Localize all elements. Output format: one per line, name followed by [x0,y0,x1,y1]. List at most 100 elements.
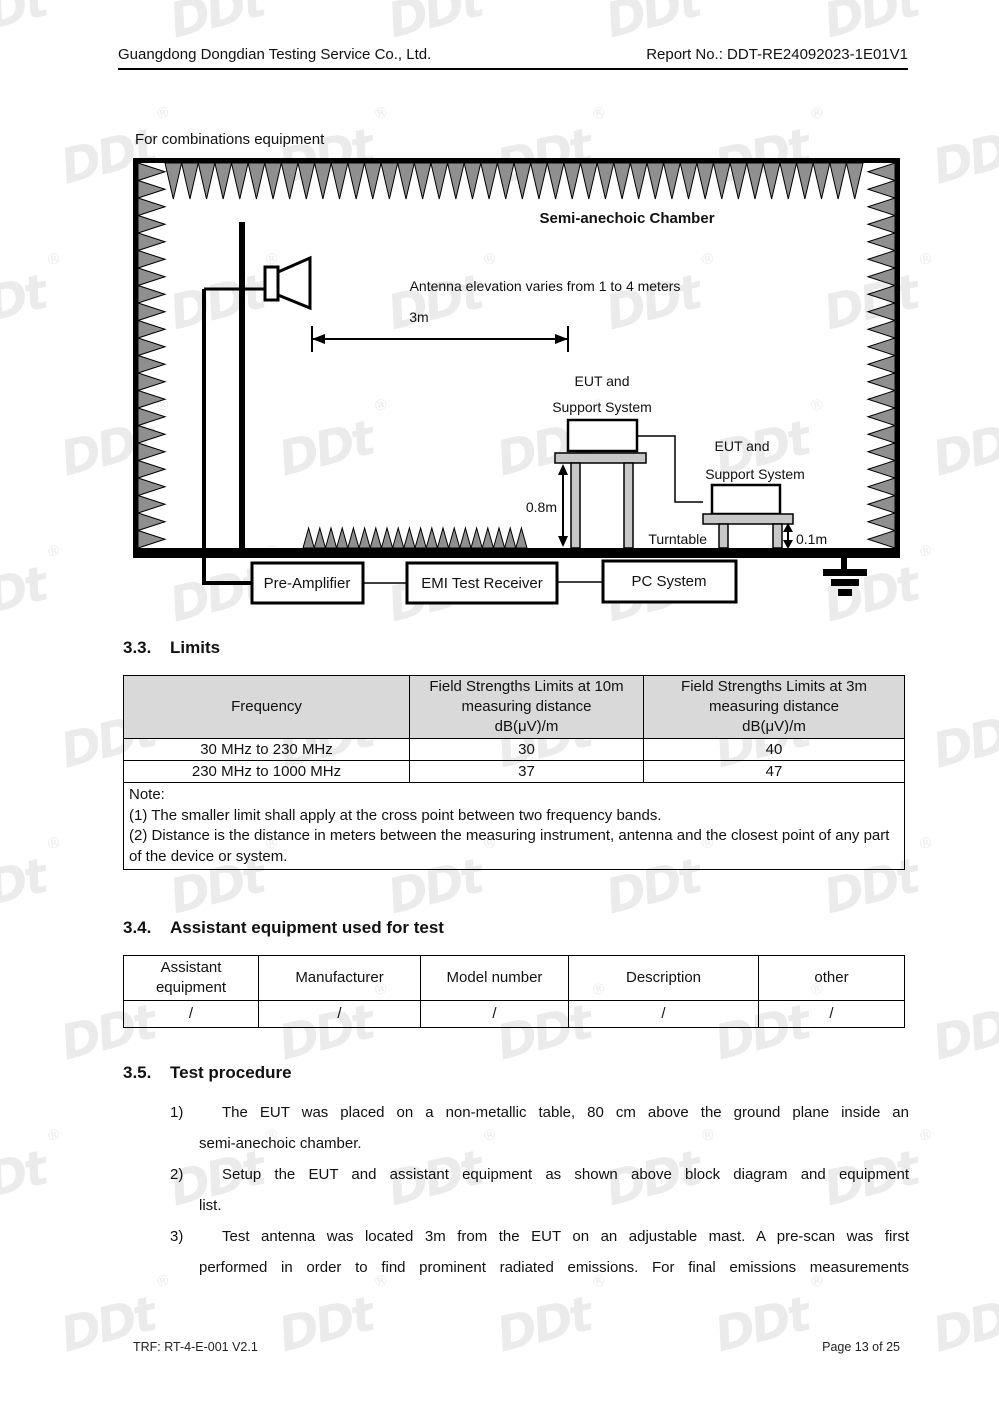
footer-page-number: Page 13 of 25 [822,1340,900,1354]
limits-freq-2: 230 MHz to 1000 MHz [123,760,410,783]
absorber-cone-icon [762,162,781,200]
arrowhead-down2-icon [783,540,793,549]
absorber-cone-icon [866,302,896,322]
absorber-cone-icon [137,494,167,514]
absorber-cone-icon [446,162,465,200]
antenna-elevation-note: Antenna elevation varies from 1 to 4 met… [410,278,681,294]
assist-cell-model: / [420,1000,569,1028]
report-number: Report No.: DDT-RE24092023-1E01V1 [646,46,908,63]
limits-header-row: Frequency Field Strengths Limits at 10m … [123,675,905,739]
turntable-label: Turntable [648,531,707,547]
absorber-cone-icon [369,526,383,549]
absorber-cone-icon [137,477,167,497]
absorber-cone-icon [492,526,506,549]
procedure-item-text: list. [199,1197,222,1214]
absorber-cone-icon [137,179,167,199]
procedure-item-text: performed in order to find prominent rad… [199,1259,909,1276]
arrowhead-down-icon [558,536,568,547]
absorber-cone-icon [866,424,896,444]
absorber-cone-icon [137,302,167,322]
turntable-leg-right [772,523,783,549]
absorber-cone-icon [137,389,167,409]
distance-label: 3m [409,309,428,325]
absorber-cone-icon [137,512,167,532]
absorbers-top [164,162,864,200]
absorber-cone-icon [230,162,249,200]
assist-cell-equipment: / [123,1000,259,1028]
arrowhead-up2-icon [783,523,793,532]
pre-amplifier-box [250,561,365,605]
chamber-top-wall [133,158,900,163]
limits-col-10m: Field Strengths Limits at 10m measuring … [409,675,644,739]
absorber-cone-icon [596,162,615,200]
absorber-cone-icon [845,162,864,200]
limits-table: Frequency Field Strengths Limits at 10m … [123,675,905,870]
diagram-caption: For combinations equipment [135,131,325,148]
absorber-cone-icon [137,249,167,269]
table-row: Note: (1) The smaller limit shall apply … [123,782,905,870]
section-limits-number: 3.3. [123,638,152,657]
absorber-cone-icon [866,179,896,199]
absorbers-right [866,162,896,549]
absorber-cone-icon [866,267,896,287]
absorber-cone-icon [335,526,349,549]
absorber-cone-icon [866,512,896,532]
absorber-cone-icon [646,162,665,200]
absorber-cone-icon [513,162,532,200]
chamber-title: Semi-anechoic Chamber [539,210,714,227]
arrowhead-right-icon [555,334,568,344]
absorber-cone-icon [397,162,415,200]
absorber-cone-icon [330,162,349,200]
absorber-cone-icon [363,162,382,200]
watermark-logo: DDt® [0,1124,64,1218]
eut-connection-cable [637,435,703,503]
absorber-cone-icon [866,389,896,409]
absorber-cone-icon [137,214,167,234]
antenna-mast [239,222,245,548]
absorber-cone-icon [137,337,167,357]
assist-cell-other: / [758,1000,905,1028]
absorber-cone-icon [280,162,299,200]
company-name: Guangdong Dongdian Testing Service Co., … [118,46,432,63]
absorber-cone-icon [137,162,167,182]
procedure-item-text: Setup the EUT and assistant equipment as… [222,1166,909,1183]
limits-3m-1: 40 [643,738,905,761]
absorber-cone-icon [629,162,648,200]
test-setup-diagram: Semi-anechoic Chamber Antenna elevation … [133,158,900,605]
absorber-cone-icon [866,284,896,304]
chamber-right-wall [895,158,900,556]
absorber-cone-icon [866,459,896,479]
assistant-header-row: Assistant equipment Manufacturer Model n… [123,955,905,1001]
emi-receiver-label: EMI Test Receiver [421,575,542,592]
absorber-cone-icon [137,284,167,304]
absorber-cone-icon [729,162,748,200]
emi-receiver-box [405,561,559,605]
table1-top [554,452,647,464]
absorber-cone-icon [866,529,896,549]
absorber-cone-icon [137,407,167,427]
absorber-cone-icon [866,249,896,269]
section-procedure-title: Test procedure [170,1063,292,1082]
section-assistant-heading: 3.4.Assistant equipment used for test [123,918,444,938]
table-row: 30 MHz to 230 MHz 30 40 [123,738,905,761]
watermark-logo: DDt® [382,0,487,50]
assist-col-manufacturer: Manufacturer [258,955,421,1001]
limits-note: Note: (1) The smaller limit shall apply … [123,782,905,870]
section-procedure-heading: 3.5. Test procedure [123,1063,292,1083]
page-footer: TRF: RT-4-E-001 V2.1 Page 13 of 25 [133,1340,900,1354]
absorber-cone-icon [425,526,439,549]
chamber-left-wall [133,158,138,556]
absorber-cone-icon [447,526,461,549]
absorber-cone-icon [662,162,681,200]
absorber-cone-icon [459,526,472,549]
page-header: Guangdong Dongdian Testing Service Co., … [118,46,908,70]
absorber-cone-icon [436,526,450,549]
absorber-cone-icon [137,459,167,479]
eut1-label-line2: Support System [552,399,652,415]
absorber-cone-icon [247,162,266,200]
limits-col-3m: Field Strengths Limits at 3m measuring d… [643,675,905,739]
absorber-cone-icon [866,214,896,234]
section-procedure-number: 3.5. [123,1063,152,1082]
absorber-cone-icon [866,319,896,339]
antenna-feed [263,265,280,302]
